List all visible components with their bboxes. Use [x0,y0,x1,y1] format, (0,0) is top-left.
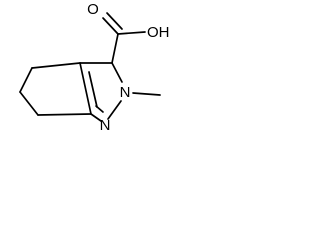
bond-carboxyl-oh [117,31,146,35]
bond-ring-bottom [37,113,92,116]
bond-c3-carboxyl [111,33,119,64]
bond-carbonyl-inner [106,12,123,30]
chemical-structure: O OH N N [19,1,170,134]
bond-n2-n1 [107,100,122,120]
nitrogen-label-n1: N [100,117,111,134]
hydroxyl-label: OH [147,24,170,41]
bonds [19,12,161,122]
oxygen-label: O [87,1,99,18]
bond-ring-lower-left [19,91,39,116]
bond-fused-inner [88,71,98,108]
bond-fused-outer [79,62,92,115]
bond-carbonyl-outer [102,17,119,35]
bond-ring-upper-left [19,67,33,93]
bond-n1-c6a-outer [90,113,102,122]
bond-n1-c6a-inner [95,105,104,113]
atom-labels: O OH N N [87,1,169,134]
bond-ring-top [31,62,81,69]
bond-c3-n2 [111,62,123,83]
bond-n-methyl [132,92,161,96]
nitrogen-label-n2: N [120,84,131,101]
